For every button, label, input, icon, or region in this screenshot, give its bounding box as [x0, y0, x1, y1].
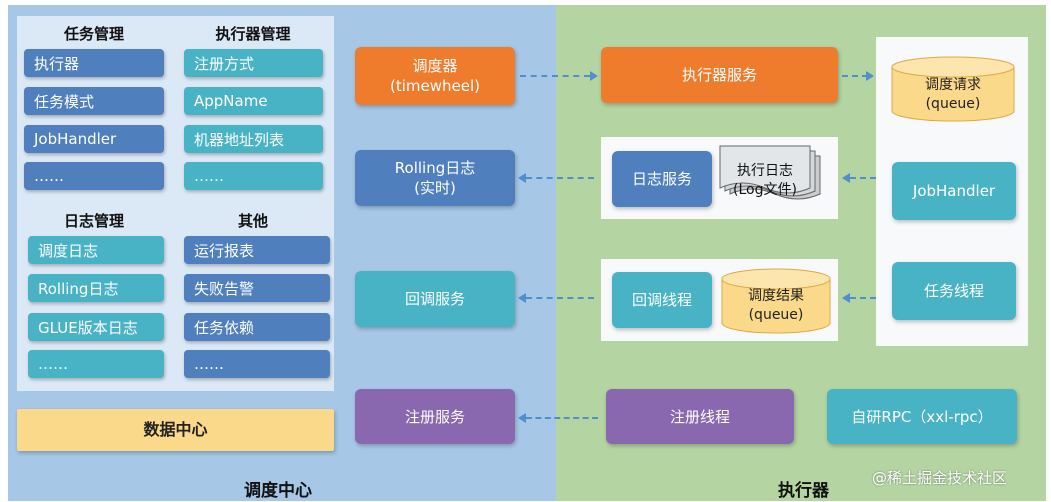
- other-item-alarm: 失败告警: [184, 274, 330, 302]
- arrow-register-thread-to-service-line: [526, 417, 598, 419]
- scheduler-label: 调度器: [412, 57, 458, 75]
- schedule-request-title: 调度请求: [925, 77, 981, 93]
- task-mgmt-item-more: ……: [24, 162, 164, 190]
- executor-title: 执行器: [778, 481, 829, 501]
- log-mgmt-header: 日志管理: [63, 212, 124, 230]
- other-item-more: ……: [184, 350, 330, 378]
- arrow-scheduler-to-executor-line: [520, 75, 590, 77]
- task-mgmt-item-jobhandler: JobHandler: [24, 125, 164, 153]
- exec-log-title: 执行日志: [737, 163, 793, 179]
- dashed-arrow-icon: [842, 173, 850, 183]
- executor-mgmt-item-appname: AppName: [184, 87, 323, 115]
- arrow-callback-thread-to-service-line: [526, 297, 594, 299]
- dashed-arrow-icon: [518, 413, 526, 423]
- task-thread-box: 任务线程: [892, 262, 1016, 320]
- executor-mgmt-header: 执行器管理: [215, 25, 291, 43]
- schedule-request-label: 调度请求 (queue): [892, 76, 1014, 114]
- dashed-arrow-icon: [842, 293, 850, 303]
- arrow-jobhandler-to-log-line: [850, 177, 876, 179]
- scheduler-sublabel: (timewheel): [390, 77, 480, 95]
- task-mgmt-item-executor: 执行器: [24, 49, 164, 77]
- rolling-log-label: Rolling日志: [394, 159, 476, 177]
- executor-mgmt-item-register: 注册方式: [184, 49, 323, 77]
- jobhandler-box: JobHandler: [892, 162, 1016, 220]
- other-item-dependency: 任务依赖: [184, 313, 330, 341]
- register-service-box: 注册服务: [355, 389, 515, 444]
- log-mgmt-item-rolling-log: Rolling日志: [28, 274, 164, 302]
- rpc-box: 自研RPC（xxl-rpc）: [827, 389, 1017, 444]
- arrow-executor-to-request-line: [842, 75, 868, 77]
- arrow-logservice-to-rolling-line: [526, 177, 594, 179]
- task-mgmt-header: 任务管理: [63, 25, 124, 43]
- executor-mgmt-item-address: 机器地址列表: [184, 125, 323, 153]
- task-mgmt-item-mode: 任务模式: [24, 87, 164, 115]
- log-mgmt-item-more: ……: [28, 350, 164, 378]
- dashed-arrow-icon: [518, 173, 526, 183]
- scheduler-box: 调度器 (timewheel): [355, 47, 515, 105]
- register-thread-box: 注册线程: [606, 389, 794, 444]
- dashed-arrow-icon: [590, 71, 598, 81]
- schedule-request-subtitle: (queue): [925, 96, 981, 112]
- dashed-arrow-icon: [866, 71, 874, 81]
- callback-thread-box: 回调线程: [612, 272, 712, 328]
- rolling-log-sublabel: (实时): [414, 179, 456, 197]
- log-mgmt-item-schedule-log: 调度日志: [28, 236, 164, 264]
- scheduling-center-title: 调度中心: [244, 481, 312, 501]
- schedule-result-label: 调度结果 (queue): [722, 287, 830, 325]
- other-header: 其他: [237, 212, 268, 230]
- exec-log-subtitle: (Log文件): [733, 182, 797, 198]
- database-cylinder-icon: [721, 268, 831, 334]
- document-stack-icon: [719, 145, 821, 200]
- schedule-result-title: 调度结果: [748, 288, 804, 304]
- log-service-box: 日志服务: [612, 151, 712, 207]
- rolling-log-box: Rolling日志 (实时): [355, 150, 515, 206]
- callback-service-box: 回调服务: [355, 271, 515, 327]
- arrow-task-thread-to-result-line: [850, 297, 876, 299]
- dashed-arrow-icon: [518, 293, 526, 303]
- executor-service-box: 执行器服务: [601, 47, 838, 103]
- watermark: @稀土掘金技术社区: [872, 469, 1008, 487]
- schedule-result-subtitle: (queue): [748, 307, 804, 323]
- log-mgmt-item-glue-log: GLUE版本日志: [28, 313, 164, 341]
- database-cylinder-icon: [891, 56, 1015, 122]
- other-item-report: 运行报表: [184, 236, 330, 264]
- executor-mgmt-item-more: ……: [184, 162, 323, 190]
- exec-log-label: 执行日志 (Log文件): [720, 162, 810, 200]
- data-center-box: 数据中心: [17, 409, 334, 451]
